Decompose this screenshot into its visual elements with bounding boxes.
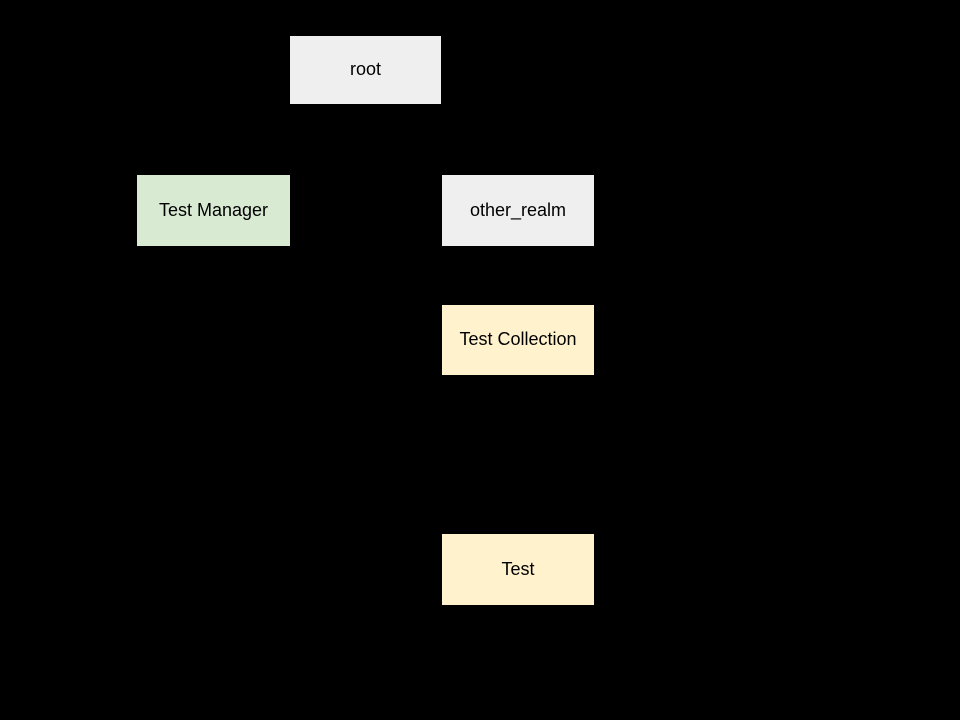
node-test-label: Test xyxy=(501,558,535,579)
node-test-collection-label: Test Collection xyxy=(459,329,577,350)
node-test[interactable]: Test xyxy=(442,534,594,605)
node-test-manager-label: Test Manager xyxy=(158,199,269,220)
node-other-realm-label: other_realm xyxy=(469,199,567,220)
node-other-realm[interactable]: other_realm xyxy=(442,175,594,246)
node-root-label: root xyxy=(349,59,382,80)
node-root[interactable]: root xyxy=(290,36,441,104)
node-test-collection[interactable]: Test Collection xyxy=(442,305,594,375)
node-test-manager[interactable]: Test Manager xyxy=(137,175,290,246)
